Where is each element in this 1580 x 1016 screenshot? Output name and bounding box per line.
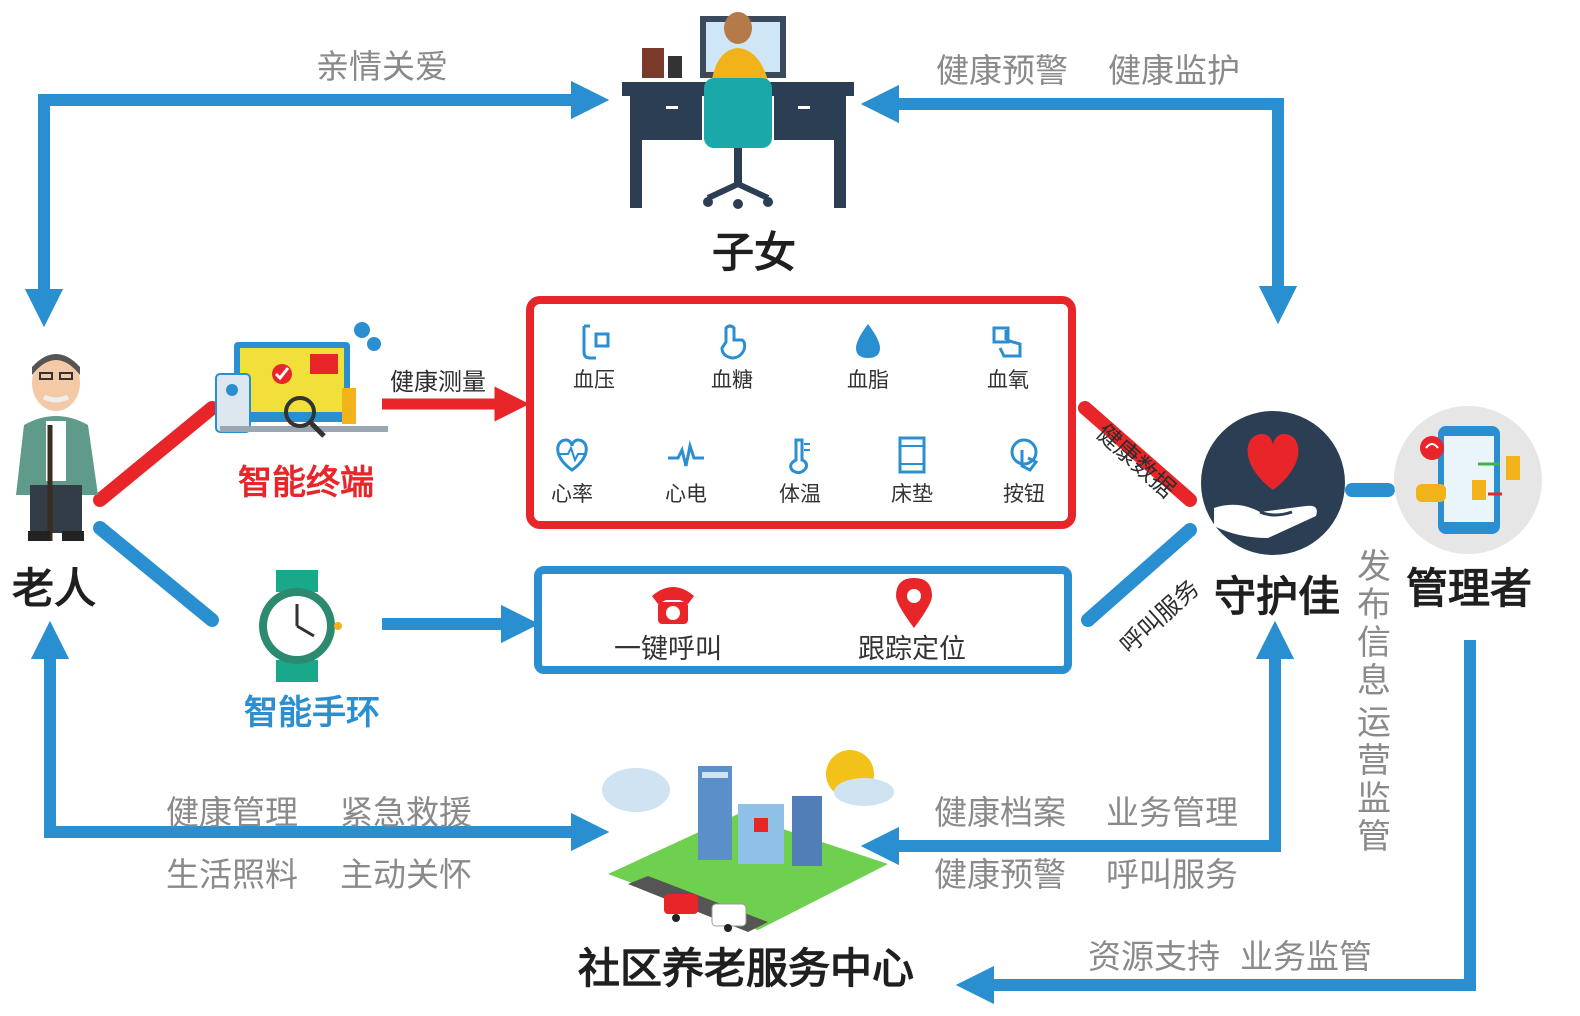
edge-health-warning-top-label: 健康预警 [936, 51, 1068, 90]
node-children-label: 子女 [712, 228, 797, 277]
device-terminal-label: 智能终端 [238, 463, 374, 503]
item-mattress: 床垫 [862, 436, 962, 508]
item-label: 床垫 [891, 482, 933, 506]
item-ecg: 心电 [636, 436, 736, 508]
item-blood-pressure: 血压 [544, 322, 644, 394]
arrow-family-care [24, 94, 590, 328]
edge-business-supervision-label: 业务监管 [1240, 937, 1372, 976]
mattress-icon [898, 436, 926, 474]
terminal-items-box [526, 296, 1076, 529]
arrow-to-community-right [860, 826, 1281, 866]
edge-health-mgmt-label: 健康管理 [166, 793, 298, 832]
phone-icon [652, 587, 694, 624]
item-label: 血脂 [847, 368, 889, 392]
location-pin-icon [896, 578, 932, 628]
node-elderly-label: 老人 [12, 564, 97, 613]
line-box-to-guardian [1081, 523, 1197, 627]
edge-publish-info-label: 发布信息 [1357, 547, 1391, 701]
item-label: 心电 [665, 482, 707, 506]
blood-oxygen-icon [992, 326, 1022, 358]
item-blood-oxygen: 血氧 [958, 322, 1058, 394]
community-center-city-icon [602, 750, 894, 932]
node-manager-label: 管理者 [1406, 564, 1533, 613]
item-one-key-call-label: 一键呼叫 [614, 634, 722, 665]
elderly-person-icon [16, 354, 98, 541]
blood-pressure-icon [582, 324, 610, 360]
manager-phone-icon [1394, 406, 1542, 554]
item-heart-rate: 心率 [522, 436, 622, 508]
edge-health-monitor-top-label: 健康监护 [1108, 51, 1240, 90]
line-box-to-guardian-red [1078, 401, 1197, 507]
item-blood-sugar: 血糖 [682, 322, 782, 394]
edge-call-service-bottom-label: 呼叫服务 [1106, 855, 1238, 894]
item-label: 按钮 [1003, 482, 1045, 506]
arrow-to-children-right [860, 84, 1284, 295]
ecg-icon [668, 440, 704, 467]
button-icon [1010, 438, 1039, 472]
heart-rate-icon [556, 438, 588, 472]
blood-sugar-icon [720, 324, 747, 360]
edge-life-care-label: 生活照料 [166, 855, 298, 894]
item-label: 心率 [551, 482, 593, 506]
item-label: 体温 [779, 482, 821, 506]
edge-resource-support-label: 资源支持 [1088, 937, 1220, 976]
edge-health-record-label: 健康档案 [934, 793, 1066, 832]
line-elderly-to-bracelet [93, 521, 219, 627]
edge-health-warning-bottom-label: 健康预警 [934, 855, 1066, 894]
item-label: 血糖 [711, 368, 753, 392]
device-bracelet-label: 智能手环 [244, 693, 380, 733]
node-community-label: 社区养老服务中心 [578, 944, 915, 993]
children-at-desk-icon [622, 12, 854, 209]
item-body-temperature: 体温 [750, 436, 850, 508]
node-guardian-label: 守护佳 [1214, 572, 1341, 621]
edge-business-mgmt-label: 业务管理 [1106, 793, 1238, 832]
thermometer-icon [789, 438, 810, 474]
line-elderly-to-terminal [93, 401, 219, 507]
blood-lipid-icon [856, 324, 880, 358]
smart-terminal-icon [215, 322, 388, 438]
item-button: 按钮 [974, 436, 1074, 508]
item-label: 血压 [573, 368, 615, 392]
edge-family-care-label: 亲情关爱 [316, 47, 448, 86]
item-blood-lipid: 血脂 [818, 322, 918, 394]
edge-emergency-rescue-label: 紧急救援 [340, 793, 472, 832]
arrow-resource-support [955, 640, 1476, 1005]
bracelet-items-box [534, 566, 1072, 674]
item-label: 血氧 [987, 368, 1029, 392]
smart-bracelet-watch-icon [259, 570, 342, 682]
guardian-heart-hand-icon [1201, 411, 1345, 555]
edge-ops-supervision-label: 运营监管 [1357, 703, 1391, 857]
edge-health-measure-label: 健康测量 [390, 368, 486, 396]
edge-active-care-label: 主动关怀 [340, 855, 472, 894]
item-tracking-label: 跟踪定位 [858, 634, 966, 665]
